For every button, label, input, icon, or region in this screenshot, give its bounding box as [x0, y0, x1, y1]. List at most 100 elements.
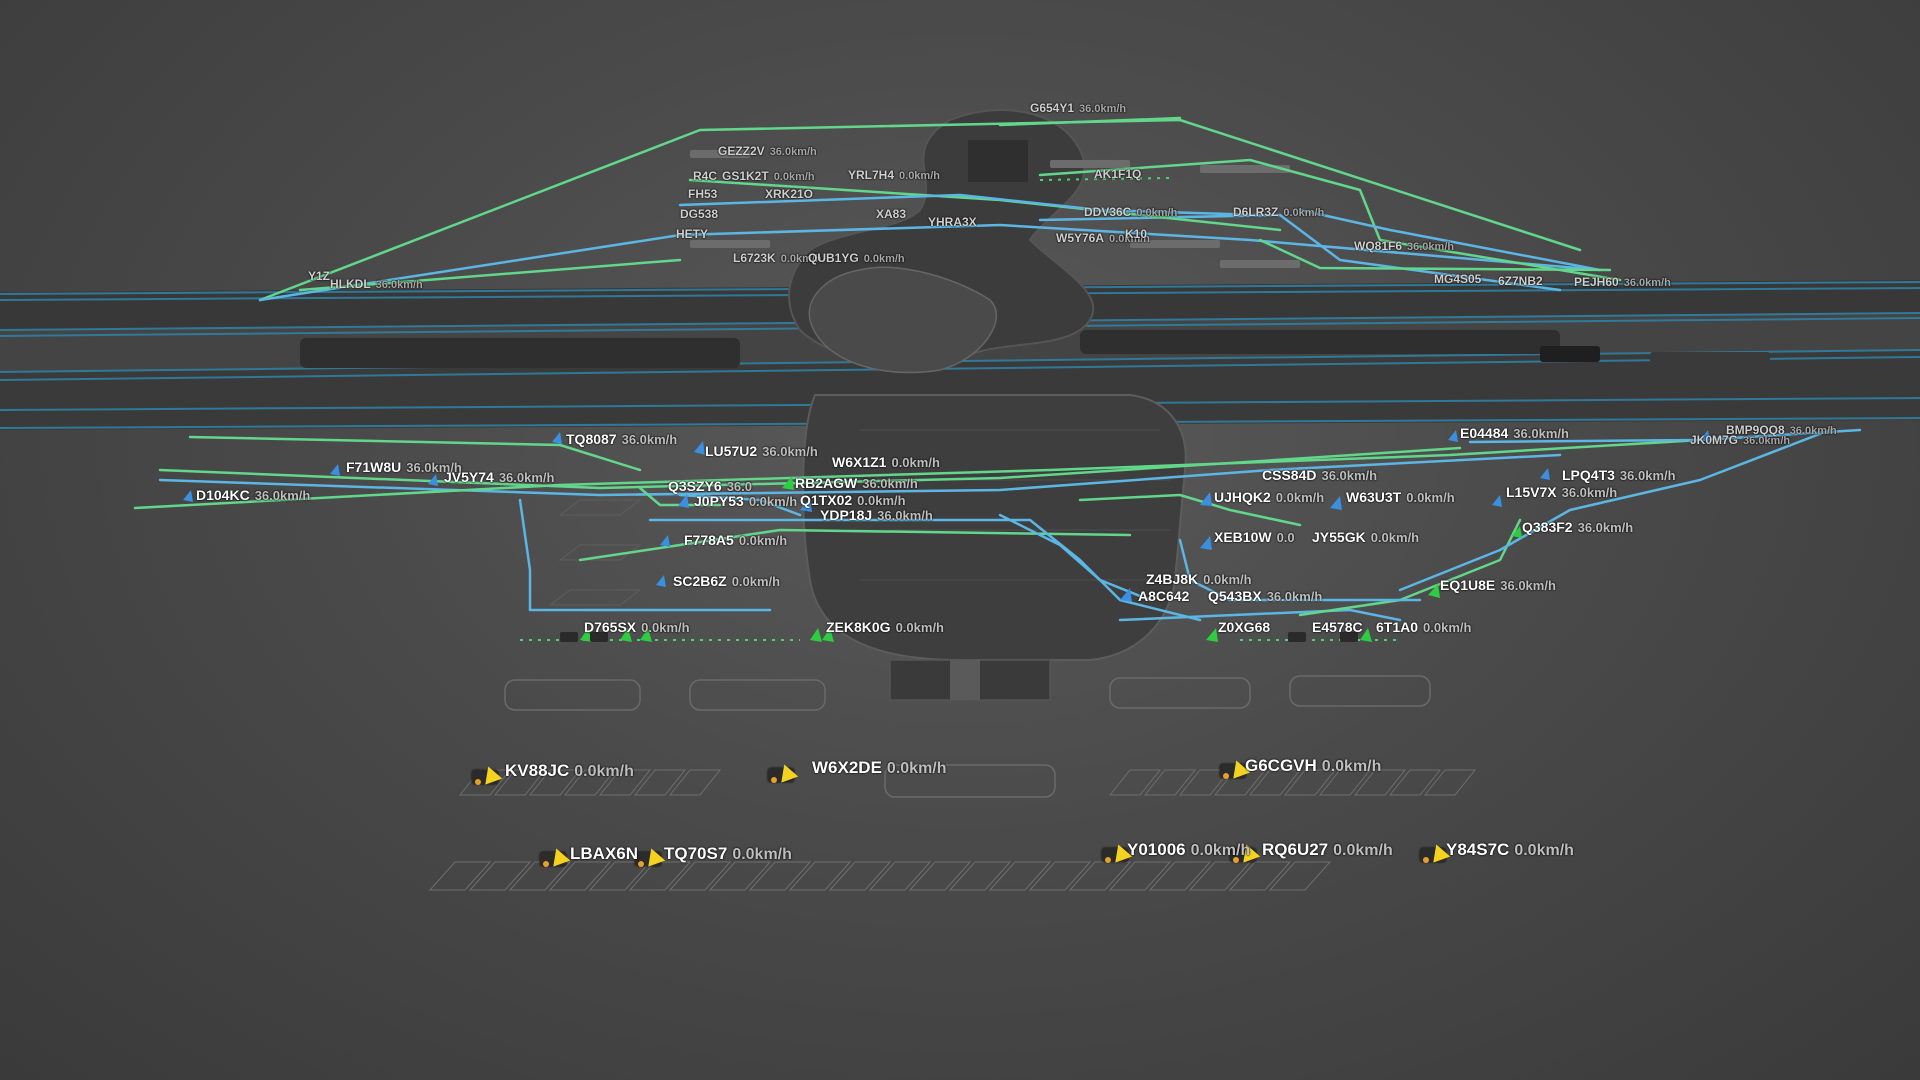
vehicle-speed: 0.0km/h	[574, 763, 634, 780]
vehicle-id: W6X1Z1	[832, 454, 887, 470]
vehicle-label[interactable]: MG4S05	[1434, 273, 1481, 285]
vehicle-speed: 0.0km/h	[863, 253, 905, 265]
vehicle-label[interactable]: AK1F1Q	[1094, 168, 1141, 180]
vehicle-speed: 36.0km/h	[769, 146, 817, 158]
vehicle-icon[interactable]	[635, 852, 661, 867]
vehicle-label[interactable]: A8C642	[1138, 589, 1189, 603]
vehicle-label[interactable]: Y1Z	[308, 270, 330, 282]
vehicle-label[interactable]: K10	[1125, 228, 1147, 240]
vehicle-id: W5Y76A	[1056, 231, 1105, 245]
vehicle-label[interactable]: XA83	[876, 208, 906, 220]
vehicle-speed: 36.0km/h	[1266, 589, 1323, 604]
blue-triangle-marker-icon[interactable]	[183, 430, 1710, 602]
vehicle-id: EQ1U8E	[1440, 577, 1496, 593]
vehicle-id: Q543BX	[1208, 588, 1262, 604]
green-triangle-marker-icon[interactable]	[580, 476, 1522, 642]
vehicle-label[interactable]: E4578C	[1312, 620, 1363, 634]
vehicle-label[interactable]: R4C	[693, 170, 717, 182]
vehicle-speed: 36.0km/h	[1577, 520, 1634, 535]
vehicle-label[interactable]: LBAX6N	[570, 845, 638, 862]
vehicle-label[interactable]: QUB1YG 0.0km/h	[808, 252, 905, 265]
vehicle-speed: 36.0km/h	[1619, 468, 1676, 483]
route-paths	[133, 116, 1862, 622]
vehicle-speed: 36.0km/h	[862, 476, 918, 491]
vehicle-label[interactable]: YHRA3X	[928, 216, 977, 228]
dark-vehicle-icons[interactable]	[560, 632, 1358, 642]
vehicle-icon[interactable]	[1230, 848, 1256, 863]
vehicle-label[interactable]: HETY	[676, 228, 708, 240]
vehicle-id: 6Z7NB2	[1498, 274, 1543, 288]
vehicle-speed: 0.0km/h	[857, 493, 906, 508]
vehicle-icon[interactable]	[1420, 848, 1446, 863]
vehicle-icon[interactable]	[768, 768, 794, 783]
vehicle-id: QUB1YG	[808, 251, 859, 265]
vehicle-icon[interactable]	[540, 852, 566, 867]
vehicle-label[interactable]: Z0XG68	[1218, 620, 1270, 634]
vehicle-speed: 0.0	[1276, 530, 1295, 545]
vehicle-speed: 0.0km/h	[1190, 842, 1251, 859]
vehicle-id: F778A5	[684, 532, 734, 548]
terminal-roof-highlight	[850, 429, 1170, 581]
vehicle-label[interactable]: DG538	[680, 208, 718, 220]
vehicle-icon[interactable]	[1220, 764, 1246, 779]
vehicle-id: MG4S05	[1434, 272, 1482, 286]
vehicle-icon[interactable]	[1102, 848, 1128, 863]
vehicle-id: D104KC	[196, 487, 250, 503]
vehicle-id: CSS84D	[1262, 467, 1317, 483]
vehicle-label[interactable]: Q543BX 36.0km/h	[1208, 589, 1322, 603]
vehicle-icon[interactable]	[472, 770, 498, 785]
vehicle-label[interactable]: FH53	[688, 188, 717, 200]
vehicle-label[interactable]: XRK21O	[765, 188, 813, 200]
vehicle-label[interactable]: 6Z7NB2	[1498, 275, 1543, 287]
